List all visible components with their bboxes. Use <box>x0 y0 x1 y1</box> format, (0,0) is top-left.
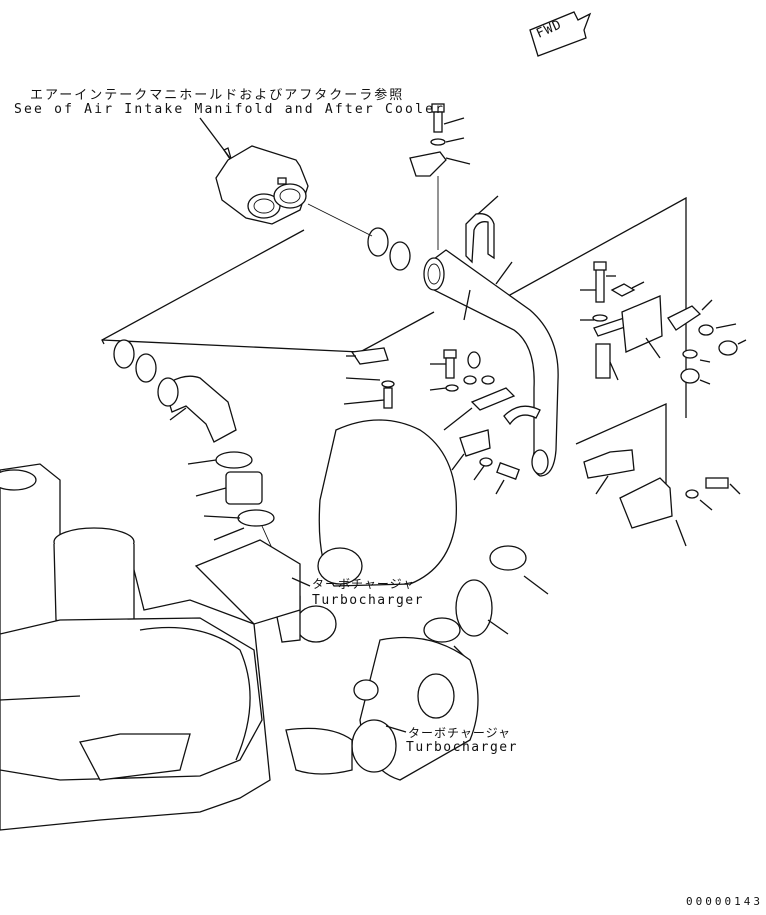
fwd-arrow-icon <box>529 11 592 57</box>
o-rings-left <box>113 339 157 383</box>
air-pipe <box>423 249 559 477</box>
turbocharger-callout-2-english: Turbocharger <box>406 740 518 755</box>
drawing-code: 00000143 <box>686 895 763 908</box>
turbocharger-lower <box>285 636 479 781</box>
exploded-frame-lines <box>101 196 687 512</box>
turbocharger-callout-1-english: Turbocharger <box>312 593 424 608</box>
reference-leader <box>199 117 233 163</box>
u-bolt <box>465 195 499 264</box>
hose-bracket-right <box>583 449 741 547</box>
hose-clamps-turbo <box>423 545 549 661</box>
turbocharger-leaders <box>291 577 407 733</box>
bolt-top <box>430 103 465 146</box>
bracket-right-upper <box>580 261 747 385</box>
turbocharger-callout-2-japanese: ターボチャージャ <box>408 726 512 740</box>
elbow-hose-left <box>157 375 281 567</box>
engine-block <box>0 463 271 831</box>
turbocharger-upper <box>194 419 458 643</box>
reference-note-japanese: エアーインテークマニホールドおよびアフタクーラ参照 <box>30 88 405 103</box>
reference-note-english: See of Air Intake Manifold and After Coo… <box>14 102 446 117</box>
turbocharger-callout-1-japanese: ターボチャージャ <box>312 577 416 591</box>
o-rings-upper <box>307 203 411 271</box>
air-intake-manifold <box>215 145 309 225</box>
pipe-clamp-parts <box>343 347 541 495</box>
flange-plate <box>409 151 471 250</box>
